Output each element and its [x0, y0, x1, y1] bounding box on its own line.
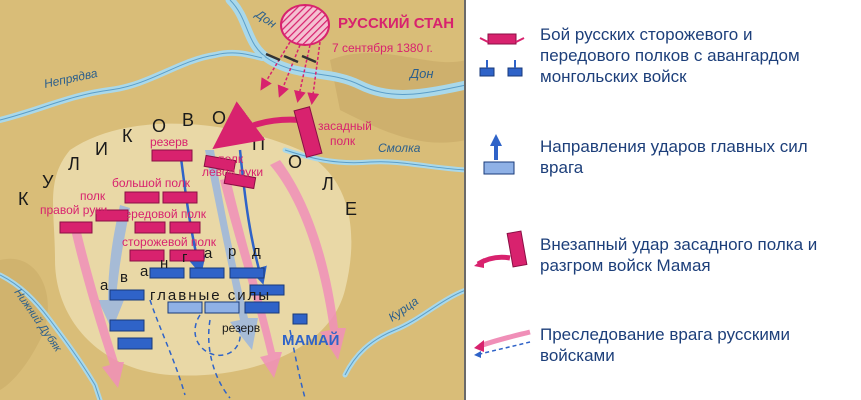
field-name-1: К У Л И К О В О: [18, 108, 226, 209]
legend-battle-symbol: [479, 33, 525, 77]
mongol-strike-arrow: [98, 205, 130, 330]
right-hand-regiment: [95, 209, 129, 222]
ambush-regiment: [293, 106, 323, 158]
march-arrow: [307, 41, 321, 105]
russian-reserve: [151, 149, 193, 162]
advance-regiment-label: передовой полк: [118, 207, 207, 221]
guard-regiment: [169, 249, 205, 262]
legend-text-strikes: Направления ударов главных сил врага: [540, 137, 808, 177]
vanguard-letter: а: [204, 245, 213, 262]
mongol-unit: [189, 267, 225, 279]
field-letter: П: [252, 134, 265, 154]
mongol-unit: [149, 267, 185, 279]
great-regiment: [162, 191, 198, 204]
ambush-strike-arrow: [270, 160, 346, 360]
field-letter: К: [18, 189, 30, 209]
pursuit-dashed-line: [149, 299, 186, 396]
legend-strike-symbol: [483, 134, 515, 175]
main-forces-label: главные силы: [150, 287, 271, 304]
river-label-smolka: Смолка: [378, 141, 421, 155]
river-kurtsa: [344, 289, 466, 376]
left-hand-label-2: левой руки: [202, 165, 263, 179]
guard-regiment: [129, 249, 165, 262]
left-hand-label-1: полк: [218, 152, 244, 166]
legend-item-strikes: Направления ударов главных сил врага: [466, 130, 861, 190]
mongol-strike-arrow: [205, 150, 258, 350]
great-regiment: [124, 191, 160, 204]
right-hand-label-2: правой руки: [40, 203, 107, 217]
pursuit-arrow: [70, 225, 124, 388]
right-hand-regiment: [59, 221, 93, 234]
field-letter: О: [212, 108, 226, 128]
guard-regiment-label: сторожевой полк: [122, 235, 217, 249]
field-letter: О: [152, 116, 166, 136]
mongol-unit: [229, 267, 265, 279]
march-arrow: [260, 41, 291, 91]
advance-regiment: [134, 221, 166, 234]
hill-area: [0, 258, 48, 390]
mongol-unit: [117, 337, 153, 350]
ambush-label-1: засадный: [318, 119, 372, 133]
russian-camp-symbol: [280, 4, 330, 46]
ambush-label-2: полк: [330, 134, 356, 148]
mongol-unit: [167, 301, 203, 314]
legend-text-ambush: Внезапный удар засадного полка и разгром…: [540, 235, 818, 275]
legend-ambush-symbol: [474, 230, 528, 268]
bridge: [265, 52, 317, 64]
legend: Бой русских сторожевого и передового пол…: [466, 0, 861, 400]
vanguard-letter: д: [252, 243, 261, 260]
field-letter: И: [95, 139, 108, 159]
vanguard-letter: н: [160, 255, 168, 272]
left-hand-regiment: [203, 154, 237, 173]
field-letter: Л: [68, 154, 80, 174]
legend-text-pursuit: Преследование врага русскими войсками: [540, 325, 790, 365]
vanguard-letter: в: [120, 269, 128, 286]
vanguard-letter: а: [100, 277, 109, 294]
river-label-don-right: Дон: [408, 66, 434, 81]
river-nizhny-dubyak: [0, 274, 101, 400]
march-arrow: [277, 44, 301, 98]
legend-text-battle: Бой русских сторожевого и передового пол…: [540, 25, 800, 86]
march-arrow: [294, 44, 311, 103]
advance-regiment: [169, 221, 201, 234]
mongol-unit: [244, 301, 280, 314]
legend-item-pursuit: Преследование врага русскими войсками: [466, 318, 861, 378]
vanguard-letter: а: [140, 263, 149, 280]
vanguard-letter: р: [228, 243, 236, 260]
legend-pursuit-symbol: [474, 329, 531, 358]
mongol-reserve-label: резерв: [222, 321, 260, 335]
river-nepryadva: [0, 52, 263, 121]
mongol-unit: [204, 301, 240, 314]
battle-map: РУССКИЙ СТАН 7 сентября 1380 г. Дон Дон …: [0, 0, 466, 400]
mamai-symbol: [292, 313, 308, 325]
camp-title: РУССКИЙ СТАН: [338, 14, 454, 32]
mamai-label: МАМАЙ: [282, 331, 339, 349]
legend-item-battle: Бой русских сторожевого и передового пол…: [466, 10, 861, 90]
pursuit-dashed-line: [207, 319, 231, 399]
pursuit-dashed-line: [194, 314, 241, 356]
mongol-unit: [109, 319, 145, 332]
pursuit-dashed-line: [289, 329, 306, 399]
right-hand-label-1: полк: [80, 189, 106, 203]
mongol-unit: [249, 284, 285, 296]
great-regiment-label: большой полк: [112, 176, 191, 190]
field-letter: Л: [322, 174, 334, 194]
mongol-unit: [109, 289, 145, 301]
mongol-vanguard: [109, 267, 285, 301]
mongol-strike-arrow: [238, 149, 267, 285]
legend-item-ambush: Внезапный удар засадного полка и разгром…: [466, 228, 861, 288]
field-letter: Е: [345, 199, 357, 219]
field-letter: О: [288, 152, 302, 172]
field-letter: У: [42, 172, 54, 192]
camp-date: 7 сентября 1380 г.: [332, 41, 433, 55]
mongol-main-forces: [109, 301, 280, 350]
vanguard-letter: г: [182, 249, 188, 266]
river-don: [229, 0, 466, 95]
russian-reserve-label: резерв: [150, 135, 188, 149]
field-letter: В: [182, 110, 194, 130]
ambush-arc-arrow: [212, 101, 301, 150]
field-letter: К: [122, 126, 133, 146]
left-hand-regiment: [223, 171, 257, 190]
